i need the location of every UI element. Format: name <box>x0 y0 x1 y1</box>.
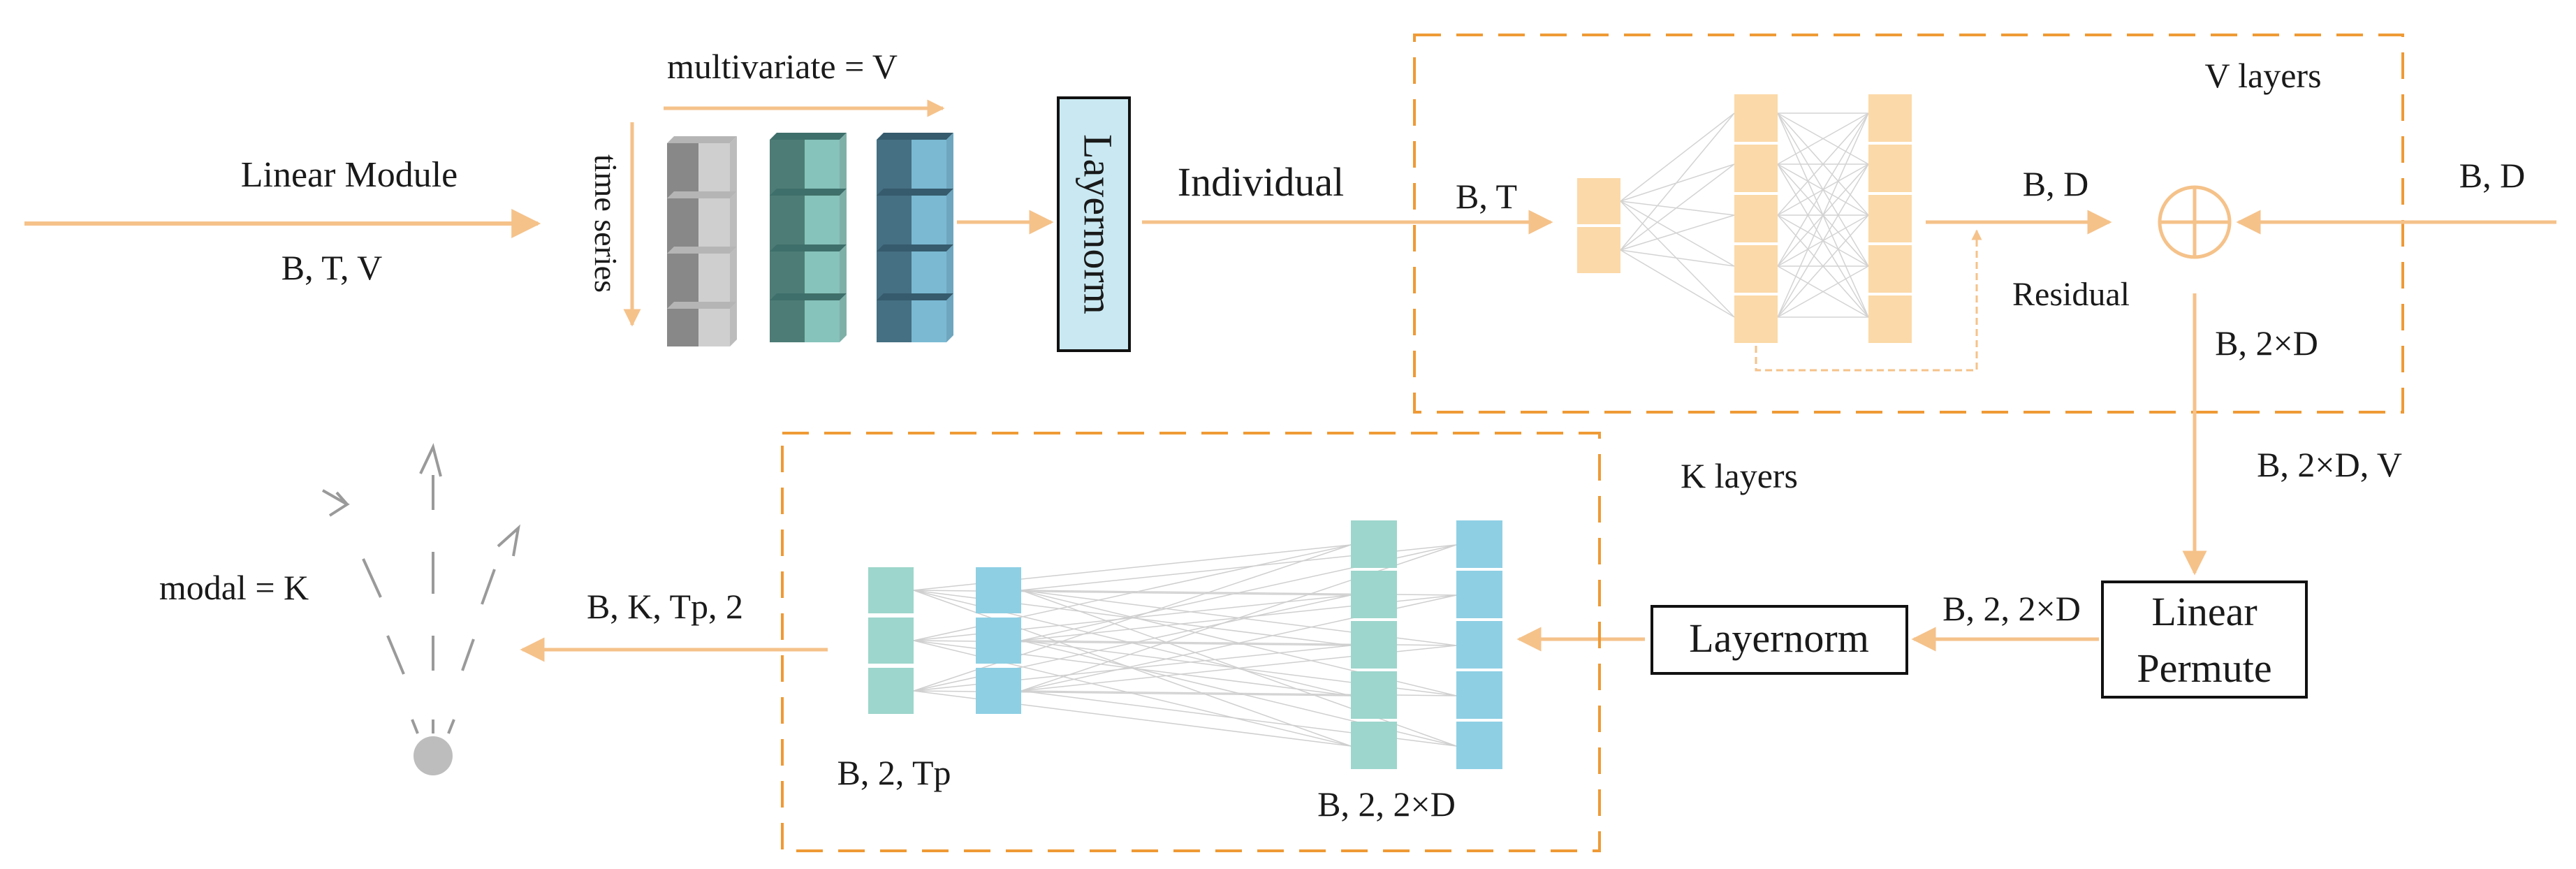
k-layers-container <box>781 432 1601 852</box>
bd-right-label: B, D <box>2459 156 2525 195</box>
bt-label: B, T <box>1456 177 1517 216</box>
linear-permute-line2: Permute <box>2137 645 2271 691</box>
b22d-right-label: B, 2, 2×D <box>1942 589 2081 628</box>
linear-permute-line1: Linear <box>2151 589 2257 634</box>
bktp2-label: B, K, Tp, 2 <box>587 587 743 626</box>
k-layer-output-nodes-teal <box>868 567 914 714</box>
v-layer-hidden-nodes-1 <box>1734 94 1778 343</box>
linear-module-label: Linear Module <box>241 155 458 195</box>
linear-permute-box <box>2101 580 2308 699</box>
v-layer-hidden-nodes-2 <box>1868 94 1912 343</box>
concat-icon <box>2158 185 2232 259</box>
k-layer-output-nodes-blue <box>976 567 1021 714</box>
modal-label: modal = K <box>159 568 309 607</box>
layernorm-vertical-box <box>1057 96 1131 352</box>
k-layers-label: K layers <box>1681 456 1798 495</box>
k-layer-input-nodes-blue <box>1456 520 1502 769</box>
layernorm-horizontal-label: Layernorm <box>1689 615 1869 661</box>
bd-inner-label: B, D <box>2023 164 2088 203</box>
residual-connection <box>1755 229 1982 372</box>
v-layer-connections <box>1620 112 1869 318</box>
time-series-label: time series <box>588 154 624 293</box>
v-layer-input-nodes <box>1577 178 1620 273</box>
layernorm-horizontal-box <box>1651 605 1908 675</box>
variable-cube-stack-gray <box>667 136 737 346</box>
residual-label: Residual <box>2012 276 2130 313</box>
multimodal-trajectory-icon <box>322 443 520 775</box>
layernorm-vertical-label: Layernorm <box>1076 134 1121 314</box>
v-layers-label: V layers <box>2204 56 2321 95</box>
k-layer-input-nodes-teal <box>1351 520 1397 769</box>
b2d-label: B, 2×D <box>2215 323 2318 363</box>
multivariate-label: multivariate = V <box>667 47 898 86</box>
b22d-bottom-label: B, 2, 2×D <box>1317 784 1456 824</box>
individual-label: Individual <box>1178 159 1344 205</box>
btv-label: B, T, V <box>281 248 382 287</box>
variable-cube-stack-teal <box>770 133 847 342</box>
variable-cube-stack-blue <box>877 133 953 342</box>
b2tp-label: B, 2, Tp <box>837 753 951 792</box>
b2dv-label: B, 2×D, V <box>2257 445 2402 484</box>
